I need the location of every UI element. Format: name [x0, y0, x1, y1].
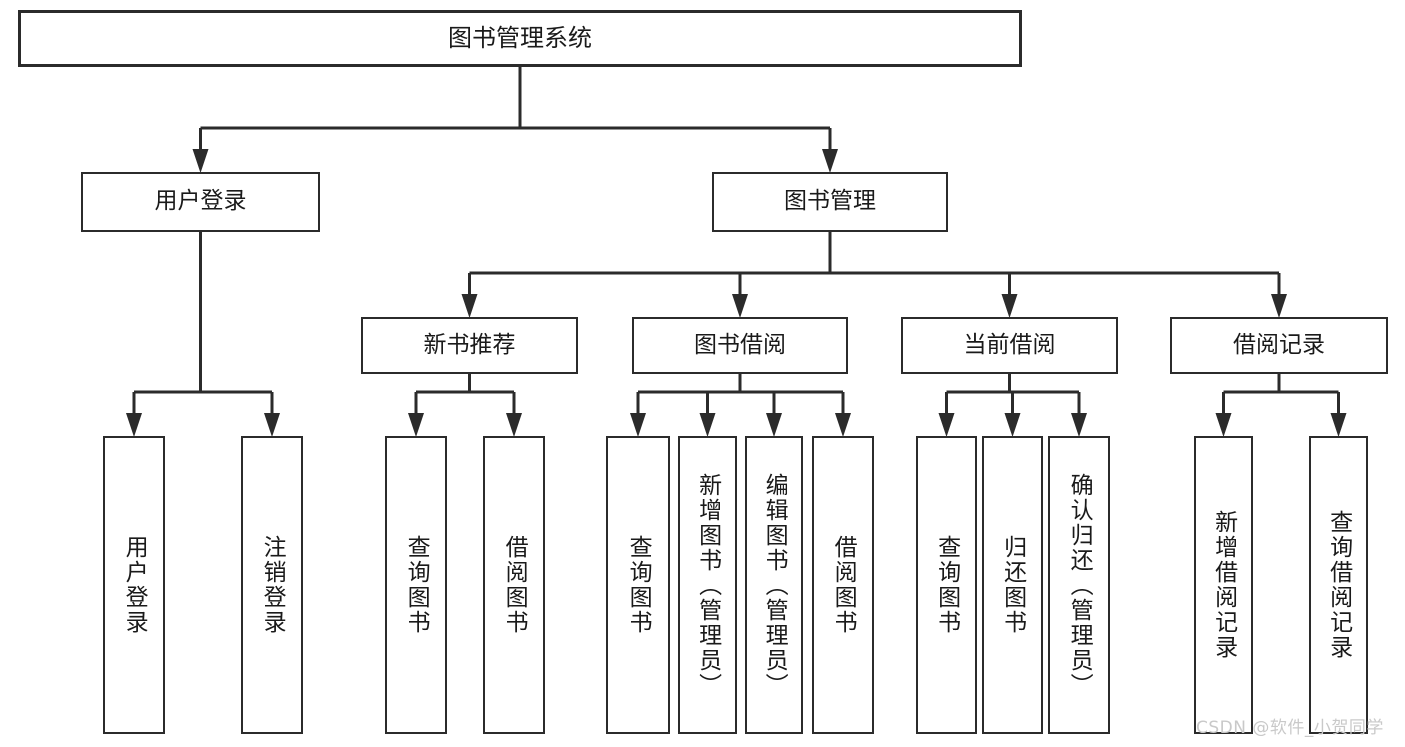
node-label: 借阅记录	[1233, 331, 1325, 358]
node-leaf-logout[interactable]: 注销登录	[241, 436, 303, 734]
watermark: CSDN @软件_小贺同学	[1196, 718, 1384, 738]
node-label: 用户登录	[121, 535, 148, 635]
node-label: 注销登录	[259, 535, 286, 635]
node-label: 当前借阅	[963, 331, 1056, 358]
node-label: 编辑图书（管理员）	[761, 472, 788, 698]
node-label: 图书借阅	[694, 331, 786, 358]
node-borrow-record[interactable]: 借阅记录	[1170, 317, 1388, 374]
node-leaf-add-book[interactable]: 新增图书（管理员）	[678, 436, 737, 734]
node-leaf-return-book[interactable]: 归还图书	[982, 436, 1043, 734]
node-leaf-query-book-1[interactable]: 查询图书	[385, 436, 447, 734]
node-leaf-add-record[interactable]: 新增借阅记录	[1194, 436, 1253, 734]
node-leaf-query-book-2[interactable]: 查询图书	[606, 436, 670, 734]
node-root[interactable]: 图书管理系统	[18, 10, 1022, 67]
node-label: 查询借阅记录	[1325, 510, 1352, 660]
node-label: 借阅图书	[501, 535, 528, 635]
node-label: 新书推荐	[423, 331, 516, 358]
node-label: 查询图书	[403, 535, 430, 635]
node-book-manage[interactable]: 图书管理	[712, 172, 948, 232]
node-label: 归还图书	[999, 535, 1026, 635]
node-label: 查询图书	[625, 535, 652, 635]
node-leaf-user-login[interactable]: 用户登录	[103, 436, 165, 734]
node-user-login[interactable]: 用户登录	[81, 172, 320, 232]
node-label: 新增借阅记录	[1210, 510, 1237, 660]
node-book-borrow[interactable]: 图书借阅	[632, 317, 848, 374]
node-leaf-query-book-3[interactable]: 查询图书	[916, 436, 977, 734]
node-label: 图书管理系统	[448, 24, 592, 53]
node-leaf-borrow-book-1[interactable]: 借阅图书	[483, 436, 545, 734]
node-label: 确认归还（管理员）	[1066, 472, 1093, 698]
node-current-borrow[interactable]: 当前借阅	[901, 317, 1118, 374]
node-label: 图书管理	[784, 188, 876, 215]
node-label: 借阅图书	[830, 535, 857, 635]
node-label: 新增图书（管理员）	[694, 472, 721, 698]
node-leaf-confirm-return[interactable]: 确认归还（管理员）	[1048, 436, 1110, 734]
node-leaf-query-record[interactable]: 查询借阅记录	[1309, 436, 1368, 734]
node-label: 查询图书	[933, 535, 960, 635]
node-leaf-borrow-book-2[interactable]: 借阅图书	[812, 436, 874, 734]
node-leaf-edit-book[interactable]: 编辑图书（管理员）	[745, 436, 803, 734]
node-label: 用户登录	[154, 188, 247, 215]
node-new-book-rec[interactable]: 新书推荐	[361, 317, 578, 374]
